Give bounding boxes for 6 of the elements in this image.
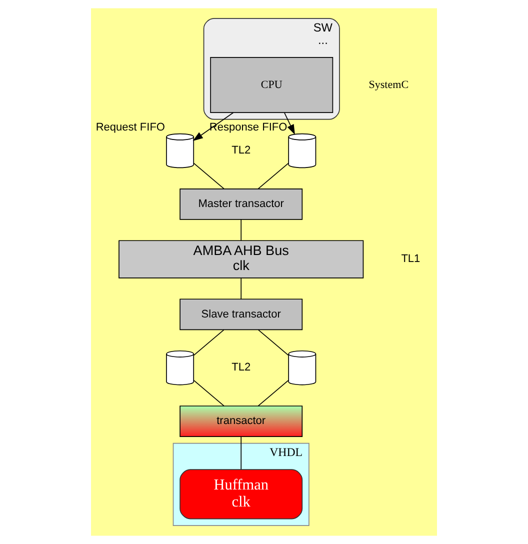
node-label: Response FIFO	[209, 122, 288, 134]
label: TL2	[232, 144, 251, 157]
label: SystemC	[368, 78, 409, 91]
node-label: Request FIFO	[96, 122, 166, 134]
label: TL2	[232, 362, 251, 374]
label: TL1	[401, 253, 420, 266]
